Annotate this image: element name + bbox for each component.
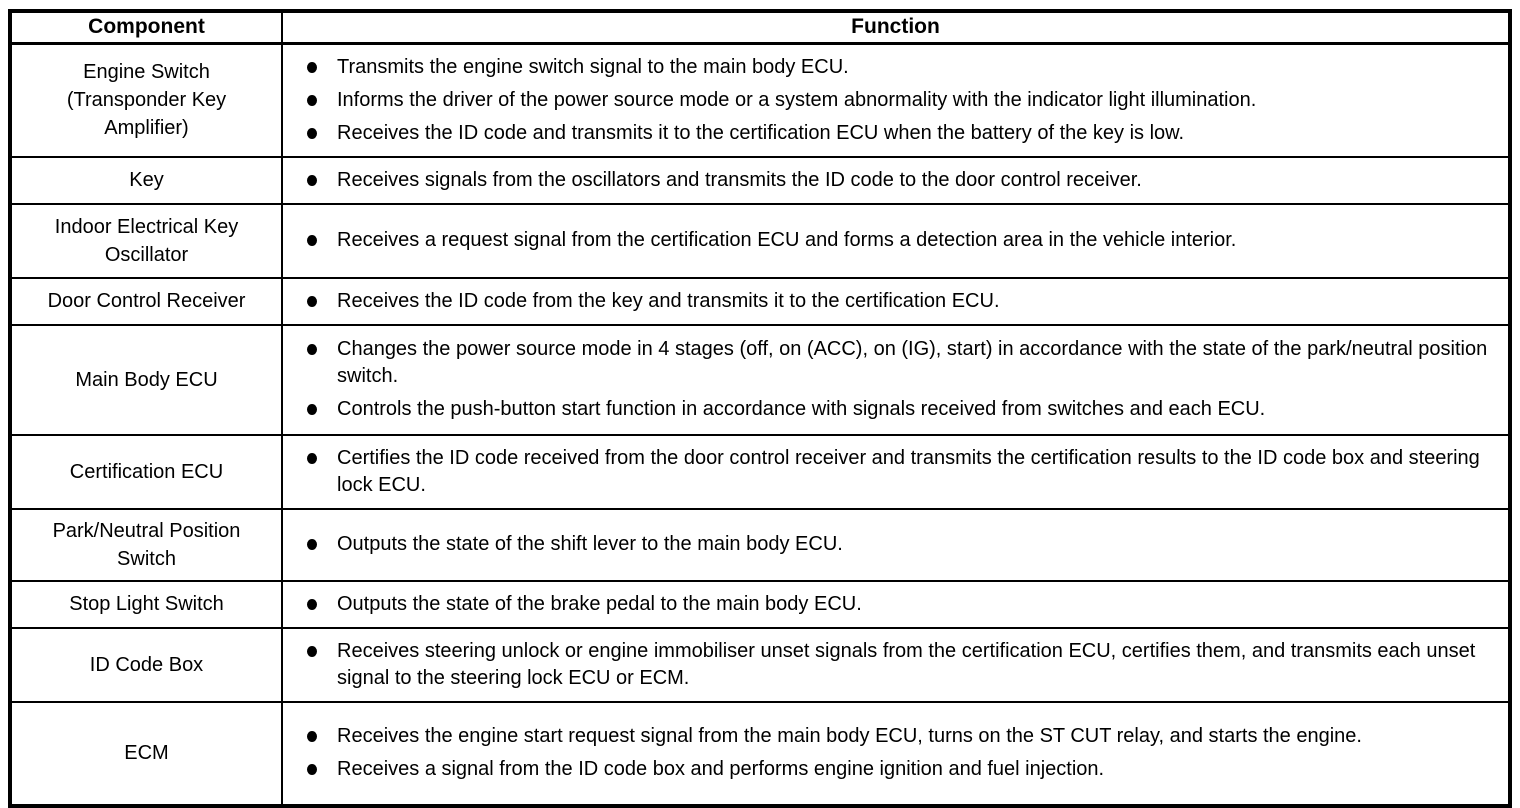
table-body: Engine Switch (Transponder Key Amplifier… <box>9 42 1511 807</box>
function-cell: Changes the power source mode in 4 stage… <box>281 323 1511 436</box>
function-cell: Outputs the state of the shift lever to … <box>281 507 1511 582</box>
function-text: Certifies the ID code received from the … <box>337 446 1480 496</box>
function-item: Receives the ID code and transmits it to… <box>307 120 1500 147</box>
function-text: Receives a request signal from the certi… <box>337 229 1237 251</box>
table-row: Certification ECU Certifies the ID code r… <box>9 433 1511 510</box>
function-list: Outputs the state of the shift lever to … <box>307 531 1500 558</box>
function-list: Transmits the engine switch signal to th… <box>307 54 1500 147</box>
table-row: Engine Switch (Transponder Key Amplifier… <box>9 42 1511 158</box>
bullet-icon <box>307 174 317 186</box>
table-row: Key Receives signals from the oscillators… <box>9 155 1511 205</box>
function-item: Transmits the engine switch signal to th… <box>307 54 1500 81</box>
function-list: Outputs the state of the brake pedal to … <box>307 591 1500 618</box>
function-item: Receives the ID code from the key and tr… <box>307 288 1500 315</box>
function-list: Changes the power source mode in 4 stage… <box>307 336 1500 423</box>
table-row: ID Code Box Receives steering unlock or e… <box>9 626 1511 703</box>
bullet-icon <box>307 645 317 657</box>
table-row: Park/Neutral Position Switch Outputs the … <box>9 507 1511 582</box>
function-item: Outputs the state of the brake pedal to … <box>307 591 1500 618</box>
function-text: Changes the power source mode in 4 stage… <box>337 338 1488 387</box>
function-text: Receives a signal from the ID code box a… <box>337 758 1105 780</box>
function-column-header: Function <box>281 10 1511 45</box>
function-list: Receives steering unlock or engine immob… <box>307 638 1500 692</box>
function-item: Changes the power source mode in 4 stage… <box>307 336 1500 390</box>
function-text: Informs the driver of the power source m… <box>337 88 1257 111</box>
component-cell: Engine Switch (Transponder Key Amplifier… <box>9 42 283 158</box>
bullet-icon <box>307 404 317 415</box>
component-column-header: Component <box>9 10 283 45</box>
bullet-icon <box>307 344 317 355</box>
bullet-icon <box>307 598 317 610</box>
table-row: ECM Receives the engine start request sig… <box>9 700 1511 807</box>
table-row: Main Body ECU Changes the power source mo… <box>9 323 1511 436</box>
function-item: Receives steering unlock or engine immob… <box>307 638 1500 692</box>
function-text: Receives signals from the oscillators an… <box>337 168 1142 191</box>
bullet-icon <box>307 235 317 246</box>
function-cell: Certifies the ID code received from the … <box>281 433 1511 510</box>
function-list: Receives signals from the oscillators an… <box>307 167 1500 194</box>
bullet-icon <box>307 61 317 73</box>
function-text: Transmits the engine switch signal to th… <box>337 55 849 78</box>
function-list: Receives the engine start request signal… <box>307 723 1500 783</box>
function-cell: Transmits the engine switch signal to th… <box>281 42 1511 158</box>
function-list: Receives a request signal from the certi… <box>307 227 1500 254</box>
function-text: Receives the ID code from the key and tr… <box>337 289 1000 312</box>
function-item: Outputs the state of the shift lever to … <box>307 531 1500 558</box>
component-cell: ID Code Box <box>9 626 283 703</box>
function-text: Outputs the state of the shift lever to … <box>337 533 843 555</box>
function-item: Receives a signal from the ID code box a… <box>307 756 1500 783</box>
function-item: Informs the driver of the power source m… <box>307 87 1500 114</box>
table-row: Stop Light Switch Outputs the state of th… <box>9 579 1511 629</box>
function-text: Receives steering unlock or engine immob… <box>337 639 1476 689</box>
function-item: Receives the engine start request signal… <box>307 723 1500 750</box>
bullet-icon <box>307 295 317 307</box>
function-text: Receives the ID code and transmits it to… <box>337 121 1185 144</box>
component-cell: Main Body ECU <box>9 323 283 436</box>
table-row: Indoor Electrical Key Oscillator Receives… <box>9 202 1511 279</box>
function-item: Receives a request signal from the certi… <box>307 227 1500 254</box>
component-cell: Key <box>9 155 283 205</box>
component-cell: Stop Light Switch <box>9 579 283 629</box>
bullet-icon <box>307 452 317 464</box>
function-cell: Receives the ID code from the key and tr… <box>281 276 1511 326</box>
function-item: Receives signals from the oscillators an… <box>307 167 1500 194</box>
function-cell: Outputs the state of the brake pedal to … <box>281 579 1511 629</box>
function-text: Receives the engine start request signal… <box>337 725 1362 747</box>
bullet-icon <box>307 94 317 106</box>
bullet-icon <box>307 764 317 775</box>
function-cell: Receives the engine start request signal… <box>281 700 1511 807</box>
function-list: Receives the ID code from the key and tr… <box>307 288 1500 315</box>
bullet-icon <box>307 731 317 742</box>
function-cell: Receives steering unlock or engine immob… <box>281 626 1511 703</box>
table-header: Component Function <box>9 10 1511 45</box>
function-item: Certifies the ID code received from the … <box>307 445 1500 499</box>
component-cell: Park/Neutral Position Switch <box>9 507 283 582</box>
function-item: Controls the push-button start function … <box>307 396 1500 423</box>
component-cell: Indoor Electrical Key Oscillator <box>9 202 283 279</box>
document-page: Component Function Engine Switch (Transp… <box>8 9 1512 808</box>
table-row: Door Control Receiver Receives the ID cod… <box>9 276 1511 326</box>
function-cell: Receives signals from the oscillators an… <box>281 155 1511 205</box>
component-cell: Door Control Receiver <box>9 276 283 326</box>
bullet-icon <box>307 539 317 550</box>
component-function-table: Component Function Engine Switch (Transp… <box>8 9 1512 808</box>
component-cell: Certification ECU <box>9 433 283 510</box>
function-list: Certifies the ID code received from the … <box>307 445 1500 499</box>
function-text: Outputs the state of the brake pedal to … <box>337 592 862 615</box>
header-row: Component Function <box>9 10 1511 45</box>
component-cell: ECM <box>9 700 283 807</box>
bullet-icon <box>307 127 317 139</box>
function-text: Controls the push-button start function … <box>337 398 1266 420</box>
function-cell: Receives a request signal from the certi… <box>281 202 1511 279</box>
